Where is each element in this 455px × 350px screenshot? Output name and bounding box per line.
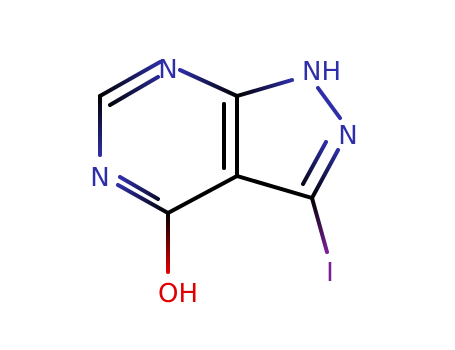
bond-n-c3-inner	[301, 140, 328, 186]
bond-c3-c3a	[235, 174, 314, 200]
atom-label-hydroxyl: OH	[158, 279, 198, 309]
bond-c2-n1	[98, 60, 162, 98]
bond-c4-n5	[116, 183, 170, 215]
bond-c2-n1-inner	[108, 75, 160, 107]
bond-c3a-c4	[166, 174, 239, 215]
atom-label-n-left: N	[90, 163, 109, 193]
atom-label-iodine: I	[326, 258, 334, 288]
atom-label-n-top: N	[158, 55, 177, 85]
bond-c4-n5-inner	[118, 175, 160, 201]
bonds	[98, 60, 342, 274]
bond-n-c3	[310, 148, 340, 200]
atom-labels: N NH N N I OH	[90, 55, 357, 309]
bond-n1-c7a	[178, 68, 239, 98]
bond-n7-n1p	[316, 86, 342, 120]
atom-label-nh: NH	[302, 57, 341, 87]
bond-c3-i	[310, 196, 329, 254]
bond-c7a-n7	[235, 78, 294, 98]
atom-label-n-pyrazole: N	[338, 121, 357, 151]
